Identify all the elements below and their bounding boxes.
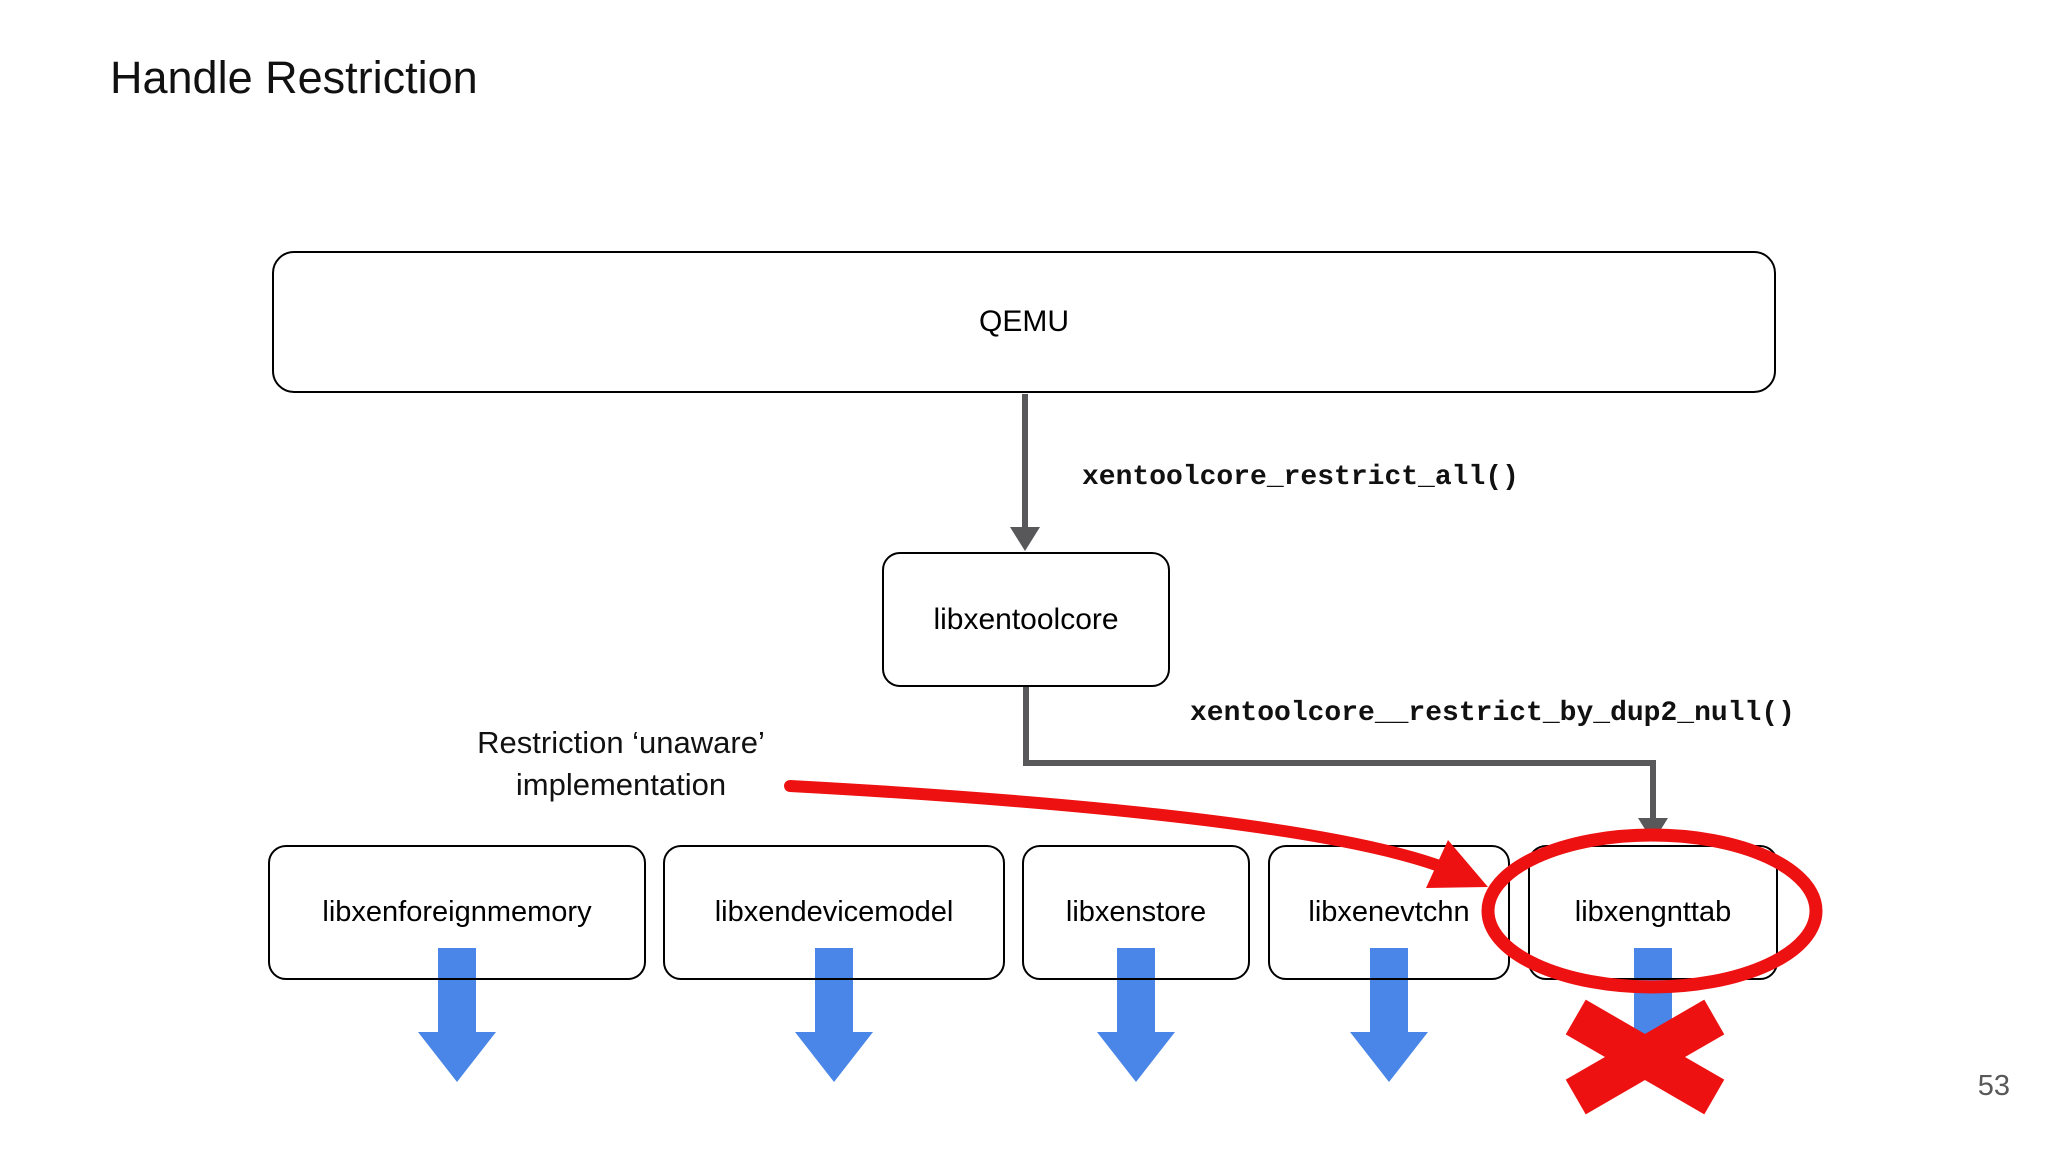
node-qemu: QEMU	[272, 251, 1776, 393]
red-x-icon	[1565, 999, 1725, 1115]
toolcore-to-gnttab-arrowhead-icon	[1638, 818, 1668, 842]
page-number: 53	[1977, 1070, 2010, 1102]
red-x-bar	[1565, 999, 1725, 1115]
node-libxendevicemodel: libxendevicemodel	[663, 845, 1005, 980]
node-libxenstore: libxenstore	[1022, 845, 1250, 980]
edge-label-restrict-all: xentoolcore_restrict_all()	[1082, 462, 1519, 493]
node-libxenforeignmemory: libxenforeignmemory	[268, 845, 646, 980]
node-libxengnttab: libxengnttab	[1528, 845, 1778, 980]
annotation-text: Restriction ‘unaware’ implementation	[371, 722, 871, 806]
node-libxenevtchn: libxenevtchn	[1268, 845, 1510, 980]
page-title: Handle Restriction	[110, 52, 478, 103]
node-libxentoolcore: libxentoolcore	[882, 552, 1170, 687]
qemu-to-toolcore-arrowhead-icon	[1010, 527, 1040, 551]
edge-label-restrict-by-dup2-null: xentoolcore__restrict_by_dup2_null()	[1190, 698, 1795, 729]
red-x-bar	[1565, 999, 1725, 1115]
annotation-line-1: Restriction ‘unaware’	[477, 725, 765, 760]
annotation-line-2: implementation	[515, 767, 727, 802]
